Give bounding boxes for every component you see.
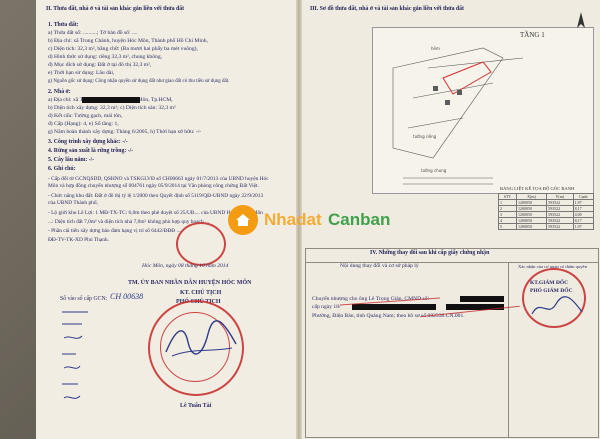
table-cell: 1200050 [515, 223, 548, 230]
land-line: b) Địa chỉ: xã Trung Chánh, huyện Hóc Mô… [48, 38, 208, 44]
note-line: Môn và hợp đồng chuyển nhượng số 004761 … [48, 183, 259, 189]
item-4: 4. Rừng sản xuất là rừng trồng: -/- [48, 148, 134, 154]
table-cell: 593522 [546, 223, 574, 230]
house-line: d) Kết cấu: Tường gạch, mái tôn, [48, 113, 123, 119]
land-line: c) Diện tích: 32,3 m², bằng chữ: (Ba mươ… [48, 46, 198, 52]
floor-label: TẦNG 1 [520, 31, 545, 39]
redaction-bar [352, 304, 436, 310]
section-4-title: IV. Những thay đổi sau khi cấp giấy chứn… [370, 250, 490, 256]
handwritten-margin-notes [62, 311, 88, 399]
approval-role: PHÓ GIÁM ĐỐC [530, 288, 573, 294]
house-title: 2. Nhà ở: [48, 89, 71, 95]
house-line: b) Diện tích xây dựng: 32,3 m²; c) Diện … [48, 105, 176, 111]
table-cell: 5 [498, 223, 517, 230]
approval-seal [522, 268, 586, 328]
signing-organization: TM. ỦY BAN NHÂN DÂN HUYỆN HÓC MÔN [128, 280, 252, 286]
transfer-line: Chuyển nhượng cho ông Lê Trọng Giản, CMN… [312, 296, 430, 302]
table-row: 3 1200050 593522 4,00 [498, 211, 595, 218]
redaction-bar [446, 304, 504, 310]
watermark-text-part2: Canban [328, 210, 391, 229]
section-4-column-divider [508, 262, 509, 437]
transfer-line: cấp ngày 18/ [312, 304, 341, 310]
register-number-label: Số vào sổ cấp GCN: [60, 296, 108, 302]
house-icon [236, 214, 250, 226]
signer-name: Lê Tuấn Tài [180, 403, 212, 409]
section-2-title: II. Thửa đất, nhà ở và tài sản khác gắn … [46, 6, 185, 12]
signing-date: Hóc Môn, ngày 08 tháng 10 năm 2014 [142, 263, 229, 269]
page-fold [296, 0, 302, 439]
section-4-divider [306, 262, 598, 263]
note-line: - Phần cải tiến xây dựng bảo đảm hạng vị… [48, 228, 181, 234]
plot-diagram: hẻm tường riêng tường chung [392, 46, 524, 185]
coordinate-table-title: BẢNG LIỆT KÊ TỌA ĐỘ GÓC RANH [500, 186, 575, 191]
item-3: 3. Công trình xây dựng khác: -/- [48, 139, 128, 145]
note-line: ...: Diện tích đất 7,0m² và diện tích nh… [48, 219, 210, 225]
note-line: ĐĐ-TV-TK-XD Phú Thạnh. [48, 237, 109, 243]
item-5: 5. Cây lâu năm: -/- [48, 157, 95, 163]
official-seal-left [176, 222, 226, 266]
redaction-bar [82, 97, 140, 103]
note-line: của UBND Thành phố, [48, 200, 98, 206]
land-plot-map: hẻm tường riêng tường chung [372, 27, 594, 194]
official-seal-inner-ring [160, 312, 230, 382]
house-line: đ) Cấp (Hạng): 4, e) Số tầng: 1, [48, 121, 119, 127]
table-cell: 1,97 [572, 223, 595, 230]
coordinate-table: STT X(m) Y(m) Cạnh 1 1200050 593522 1,97… [498, 193, 595, 230]
section-4-column-2-header: Xác nhận của cơ quan có thẩm quyền [518, 264, 587, 269]
approval-signature [531, 296, 583, 315]
note-line: - Chức năng khu đất: Đất ở đô thị tỷ lệ … [48, 193, 264, 199]
svg-text:tường chung: tường chung [421, 168, 447, 173]
house-line: g) Năm hoàn thành xây dựng: Tháng 6/2005… [48, 129, 202, 135]
section-3-title: III. Sơ đồ thửa đất, nhà ở và tài sản kh… [310, 6, 464, 12]
note-line: - Lộ giới khu Lê Lợi: 1 MĐ-TX-TC: 6,0m t… [48, 210, 263, 216]
signing-kt: KT. CHỦ TỊCH [180, 290, 222, 296]
land-line: d) Hình thức sử dụng: riêng 32,3 m², chu… [48, 54, 163, 60]
register-number-value: CH 00638 [110, 292, 144, 301]
official-seal [148, 300, 244, 396]
table-row: 5 1200050 593522 1,97 [498, 223, 595, 230]
nhadatcanban-watermark: Nhadat Canban [228, 205, 398, 235]
north-arrow-icon [577, 12, 585, 28]
watermark-text-part1: Nhadat [264, 210, 322, 229]
svg-text:hẻm: hẻm [431, 46, 440, 51]
land-line: đ) Mục đích sử dụng: Đất ở tại đô thị 32… [48, 62, 152, 68]
note-line: - Cấp đổi từ GCNQSDD, QSHNO và TSKGLVĐ s… [48, 176, 269, 182]
approval-kt: KT.GIÁM ĐỐC [530, 280, 569, 286]
section-4-column-1-header: Nội dung thay đổi và cơ sở pháp lý [340, 263, 419, 269]
signature [165, 320, 237, 357]
land-line: e) Thời hạn sử dụng: Lâu dài, [48, 70, 115, 76]
item-6: 6. Ghi chú: [48, 166, 76, 172]
land-line: g) Nguồn gốc sử dụng: Công nhận quyền sử… [48, 79, 230, 84]
svg-text:tường riêng: tường riêng [413, 134, 437, 139]
land-line: a) Thửa đất số: ..........; Tờ bản đồ số… [48, 30, 138, 36]
transfer-line: Phường, Điện Bàn, tỉnh Quảng Nam; theo h… [312, 313, 465, 319]
redaction-bar [460, 296, 504, 302]
section-4-box [305, 248, 599, 438]
land-title: 1. Thửa đất: [48, 22, 79, 28]
